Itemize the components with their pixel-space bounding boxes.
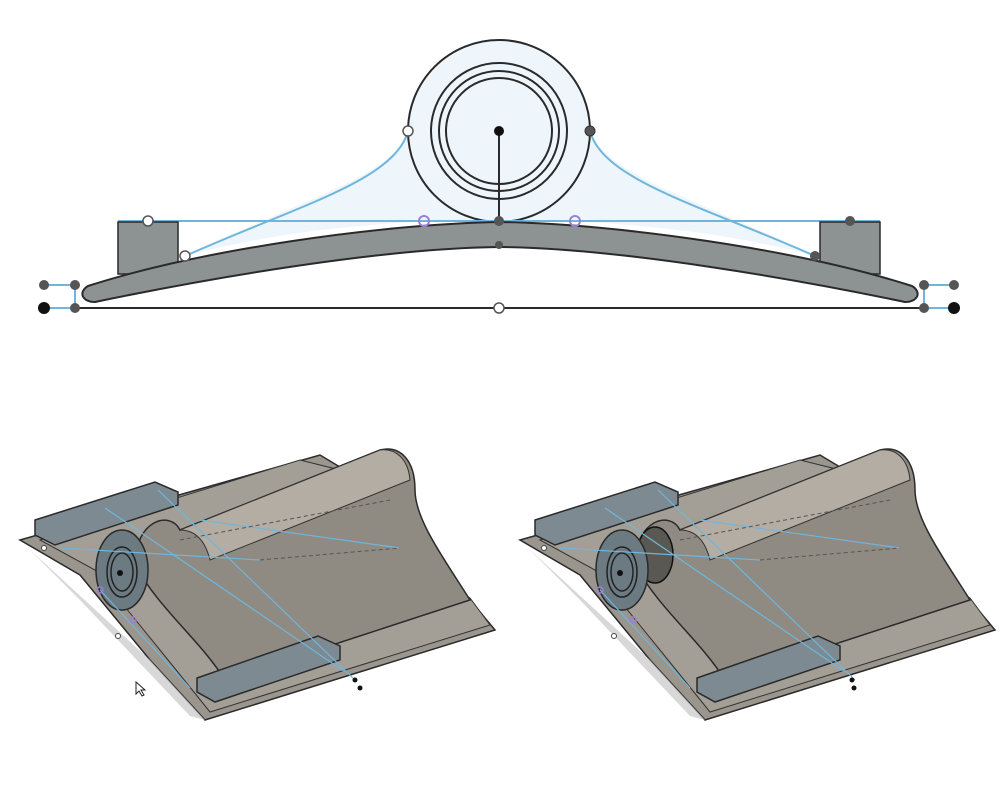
front-rail[interactable] — [196, 635, 341, 703]
model-iso-view-after[interactable] — [518, 448, 997, 721]
sketch-point[interactable] — [38, 302, 50, 314]
arrow-cursor-icon — [135, 680, 147, 697]
profile-center[interactable] — [617, 570, 623, 576]
sketch-point[interactable] — [70, 280, 80, 290]
profile-circle[interactable] — [95, 529, 149, 611]
cylinder-body[interactable] — [134, 448, 472, 681]
base-shadow[interactable] — [528, 548, 705, 720]
tangent-curve-right[interactable] — [589, 130, 816, 257]
sketch-point[interactable] — [810, 251, 820, 261]
cylinder-top[interactable] — [179, 449, 411, 561]
sketch-point[interactable] — [541, 545, 547, 551]
construction-lines[interactable] — [679, 499, 901, 561]
sketch-point[interactable] — [494, 216, 504, 226]
sketch-point[interactable] — [495, 241, 503, 249]
profile-circle[interactable] — [595, 529, 649, 611]
construction-point[interactable] — [129, 616, 137, 624]
construction-point[interactable] — [418, 215, 430, 227]
construction-lines[interactable] — [179, 499, 401, 561]
sketch-point[interactable] — [948, 302, 960, 314]
center-point[interactable] — [494, 126, 504, 136]
sketch-point[interactable] — [611, 633, 617, 639]
tangent-curve-left[interactable] — [184, 130, 409, 257]
sketch-front-view[interactable] — [38, 39, 960, 314]
sketch-point[interactable] — [39, 280, 49, 290]
sketch-lines[interactable] — [559, 489, 901, 689]
construction-point[interactable] — [596, 586, 604, 594]
construction-point[interactable] — [629, 616, 637, 624]
curved-body[interactable] — [81, 220, 919, 304]
sketch-point[interactable] — [851, 685, 857, 691]
sketch-point[interactable] — [849, 677, 855, 683]
sketch-point[interactable] — [41, 545, 47, 551]
sketch-point[interactable] — [919, 280, 929, 290]
profile-ring[interactable] — [106, 546, 138, 598]
sketch-point[interactable] — [845, 216, 855, 226]
sketch-point[interactable] — [142, 215, 154, 227]
sketch-point[interactable] — [493, 302, 505, 314]
profile-center[interactable] — [117, 570, 123, 576]
left-rail[interactable] — [34, 481, 179, 546]
left-rail[interactable] — [534, 481, 679, 546]
sketch-lines[interactable] — [59, 489, 401, 689]
profile-ring[interactable] — [110, 552, 134, 592]
profile-ring[interactable] — [610, 552, 634, 592]
model-iso-view-before[interactable] — [18, 448, 497, 721]
sketch-point[interactable] — [919, 303, 929, 313]
sketch-point[interactable] — [70, 303, 80, 313]
sketch-point[interactable] — [584, 125, 596, 137]
construction-point[interactable] — [96, 586, 104, 594]
cylinder-body[interactable] — [634, 448, 972, 681]
sketch-point[interactable] — [179, 250, 191, 262]
sketch-point[interactable] — [357, 685, 363, 691]
cylinder-top[interactable] — [679, 449, 911, 561]
sketch-point[interactable] — [949, 280, 959, 290]
sketch-point[interactable] — [402, 125, 414, 137]
front-rail[interactable] — [696, 635, 841, 703]
sketch-point[interactable] — [115, 633, 121, 639]
construction-point[interactable] — [569, 215, 581, 227]
profile-ring[interactable] — [606, 546, 638, 598]
sketch-point[interactable] — [352, 677, 358, 683]
